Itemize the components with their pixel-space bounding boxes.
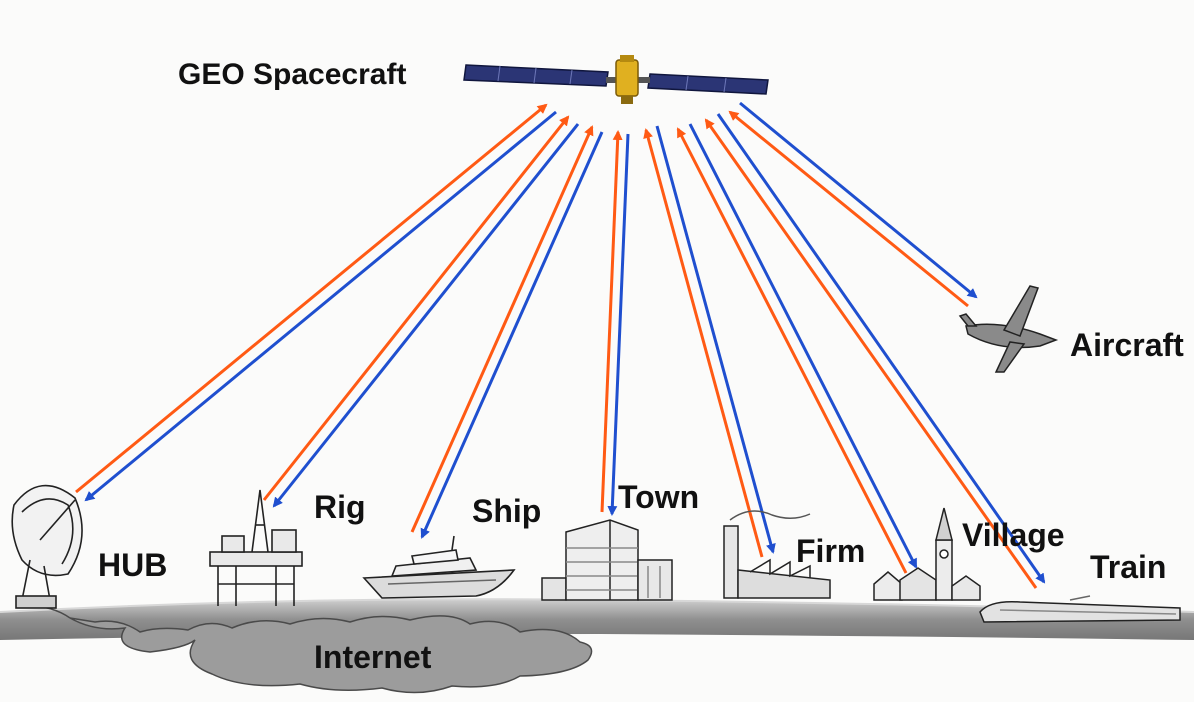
link-town: [600, 130, 630, 516]
node-label-train: Train: [1090, 549, 1166, 585]
village-icon: [873, 507, 981, 601]
node-label-village: Village: [962, 517, 1065, 553]
node-label-firm: Firm: [796, 533, 865, 569]
satellite-icon: [463, 55, 769, 104]
link-village: [676, 123, 918, 574]
oil-rig-icon: [209, 489, 303, 606]
satellite-label: GEO Spacecraft: [178, 58, 406, 91]
hub-dish-icon: [11, 484, 83, 609]
links: [75, 101, 1046, 589]
node-label-aircraft: Aircraft: [1070, 327, 1184, 363]
link-hub: [75, 103, 557, 502]
link-train: [704, 113, 1046, 589]
link-aircraft: [728, 101, 978, 308]
aircraft-icon: [958, 285, 1059, 373]
node-label-hub: HUB: [98, 547, 167, 583]
node-label-ship: Ship: [472, 493, 541, 529]
node-label-town: Town: [618, 479, 699, 515]
ship-icon: [362, 535, 516, 599]
node-label-rig: Rig: [314, 489, 366, 525]
link-firm: [643, 125, 776, 558]
factory-icon: [723, 510, 831, 599]
link-ship: [410, 125, 604, 539]
link-rig: [262, 115, 580, 508]
train-icon: [979, 595, 1181, 623]
internet-label: Internet: [314, 639, 432, 675]
town-buildings-icon: [541, 519, 673, 601]
